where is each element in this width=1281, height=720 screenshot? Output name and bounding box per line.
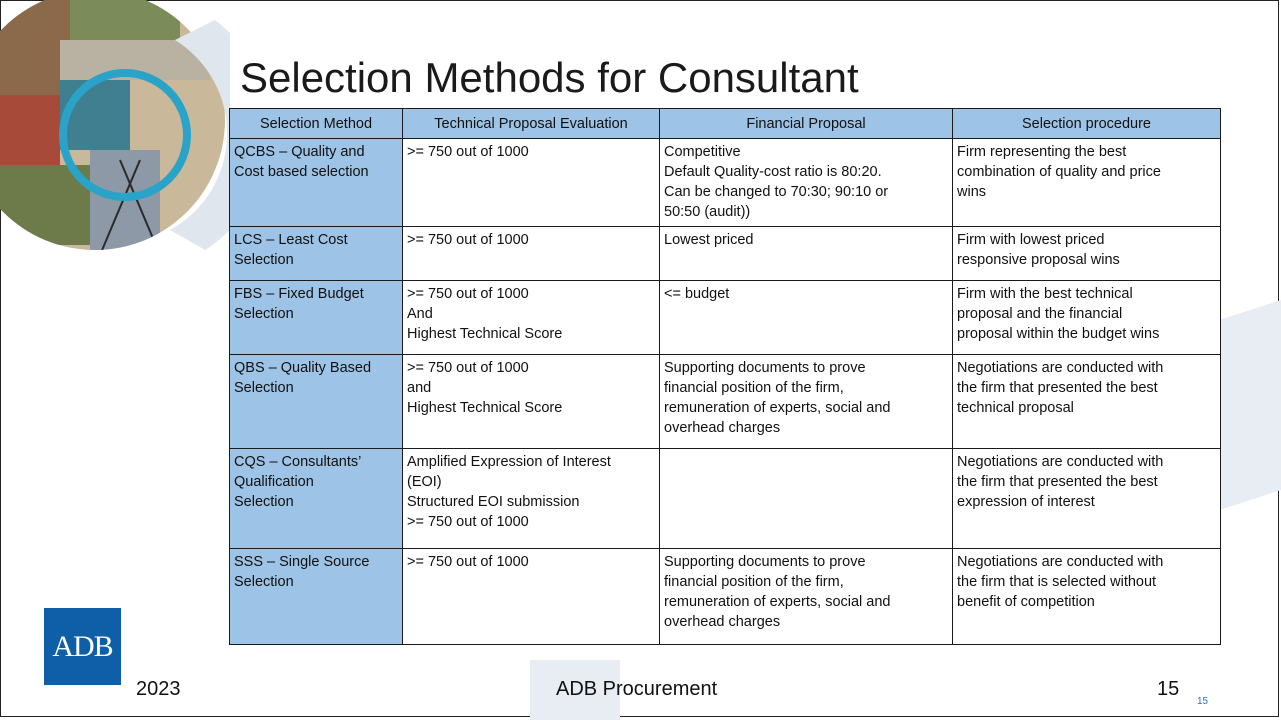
procedure-cell: Negotiations are conducted with the firm… bbox=[952, 354, 1221, 449]
financial-cell: Lowest priced bbox=[659, 226, 953, 281]
method-cell: FBS – Fixed Budget Selection bbox=[229, 280, 403, 355]
table-header-row: Selection Method Technical Proposal Eval… bbox=[229, 108, 1221, 139]
financial-cell: Supporting documents to prove financial … bbox=[659, 548, 953, 645]
technical-cell: >= 750 out of 1000 bbox=[402, 138, 660, 227]
procedure-cell: Firm with lowest priced responsive propo… bbox=[952, 226, 1221, 281]
page-number-small: 15 bbox=[1197, 696, 1209, 707]
financial-cell: Supporting documents to prove financial … bbox=[659, 354, 953, 449]
table-row: SSS – Single Source Selection >= 750 out… bbox=[229, 548, 1221, 645]
method-cell: QBS – Quality Based Selection bbox=[229, 354, 403, 449]
page-number: 15 bbox=[1157, 678, 1180, 700]
technical-cell: >= 750 out of 1000 and Highest Technical… bbox=[402, 354, 660, 449]
procedure-cell: Negotiations are conducted with the firm… bbox=[952, 448, 1221, 549]
method-cell: SSS – Single Source Selection bbox=[229, 548, 403, 645]
procedure-cell: Negotiations are conducted with the firm… bbox=[952, 548, 1221, 645]
method-cell: CQS – Consultants’ Qualification Selecti… bbox=[229, 448, 403, 549]
slide-title: Selection Methods for Consultant bbox=[240, 54, 859, 101]
table-row: QCBS – Quality and Cost based selection … bbox=[229, 138, 1221, 227]
method-cell: QCBS – Quality and Cost based selection bbox=[229, 138, 403, 227]
column-header: Selection Method bbox=[229, 108, 403, 139]
column-header: Selection procedure bbox=[952, 108, 1221, 139]
financial-cell: <= budget bbox=[659, 280, 953, 355]
technical-cell: Amplified Expression of Interest (EOI) S… bbox=[402, 448, 660, 549]
method-cell: LCS – Least Cost Selection bbox=[229, 226, 403, 281]
technical-cell: >= 750 out of 1000 bbox=[402, 226, 660, 281]
procedure-cell: Firm representing the best combination o… bbox=[952, 138, 1221, 227]
photo-collage bbox=[0, 0, 230, 260]
technical-cell: >= 750 out of 1000 And Highest Technical… bbox=[402, 280, 660, 355]
column-header: Financial Proposal bbox=[659, 108, 953, 139]
financial-cell bbox=[659, 448, 953, 549]
column-header: Technical Proposal Evaluation bbox=[402, 108, 660, 139]
selection-methods-table: Selection Method Technical Proposal Eval… bbox=[229, 108, 1221, 645]
footer-year: 2023 bbox=[136, 678, 181, 700]
procedure-cell: Firm with the best technical proposal an… bbox=[952, 280, 1221, 355]
footer-title: ADB Procurement bbox=[556, 678, 718, 700]
financial-cell: Competitive Default Quality-cost ratio i… bbox=[659, 138, 953, 227]
table-row: QBS – Quality Based Selection >= 750 out… bbox=[229, 354, 1221, 449]
table-row: CQS – Consultants’ Qualification Selecti… bbox=[229, 448, 1221, 549]
adb-logo: ADB bbox=[44, 608, 121, 685]
technical-cell: >= 750 out of 1000 bbox=[402, 548, 660, 645]
table-row: LCS – Least Cost Selection >= 750 out of… bbox=[229, 226, 1221, 281]
table-row: FBS – Fixed Budget Selection >= 750 out … bbox=[229, 280, 1221, 355]
decorative-shape-bottom bbox=[530, 660, 620, 720]
